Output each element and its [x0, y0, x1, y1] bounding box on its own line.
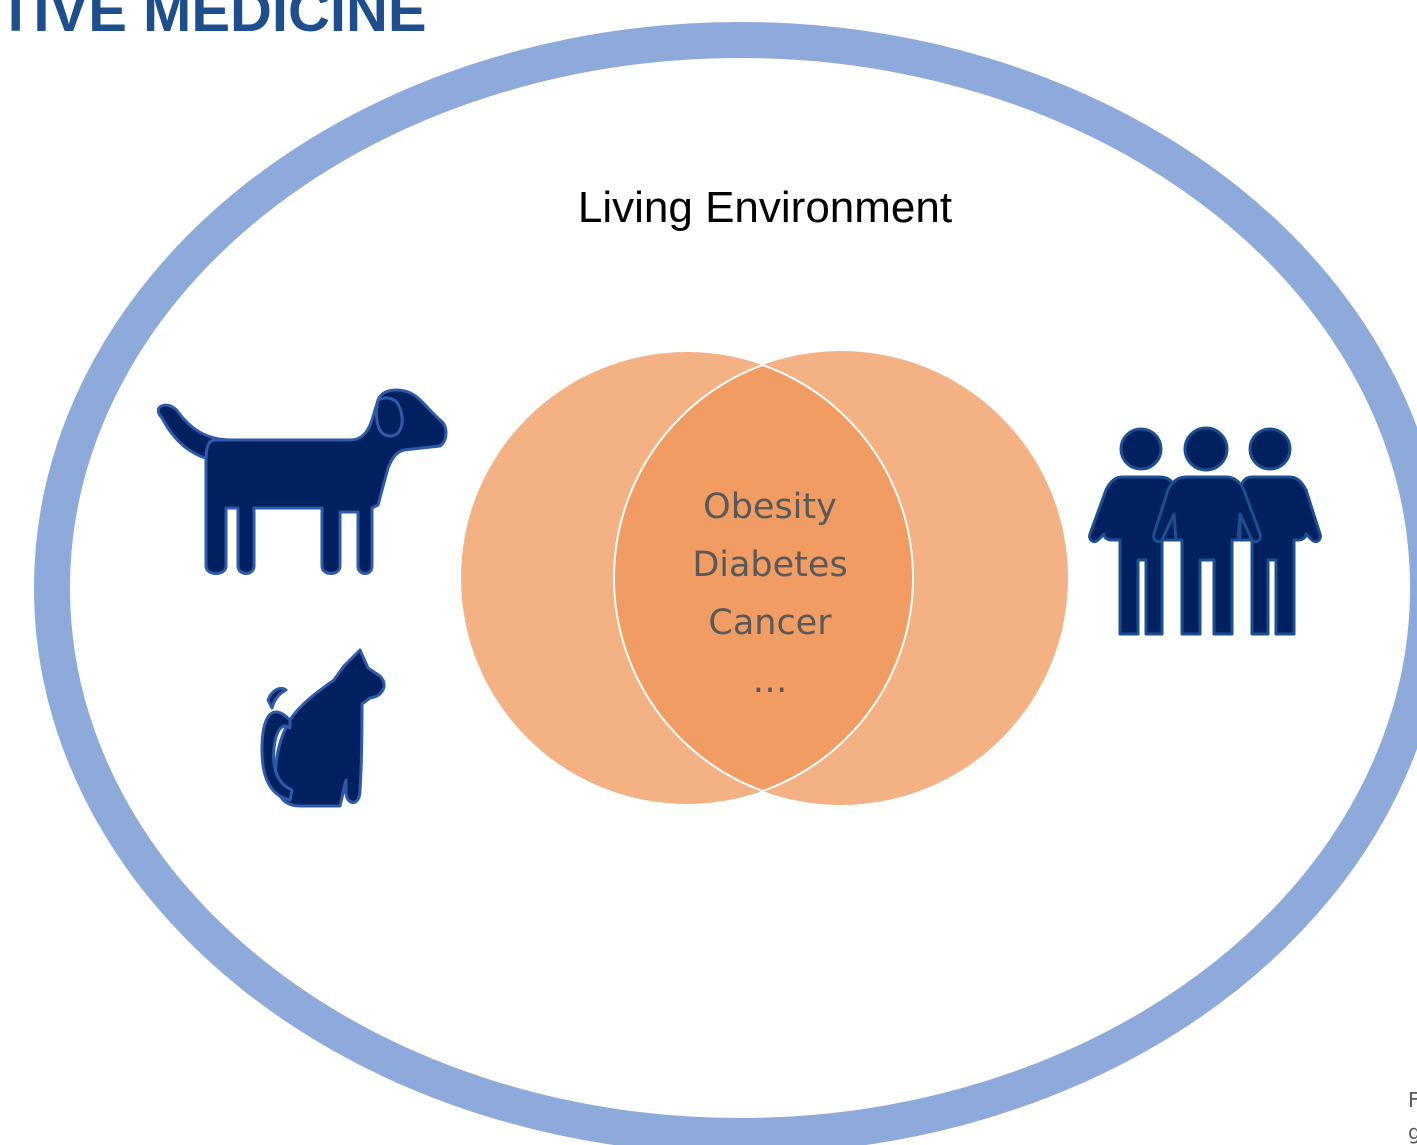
disease-more-ellipsis: …	[752, 661, 788, 701]
cat-icon	[260, 648, 386, 808]
venn-overlap	[614, 352, 913, 804]
page-title: TIVE MEDICINE	[0, 0, 427, 44]
dog-icon	[156, 388, 448, 575]
people-icon	[1088, 426, 1322, 636]
footnote-line-2: g	[1408, 1120, 1417, 1144]
living-environment-ring	[34, 22, 1417, 1145]
disease-diabetes: Diabetes	[692, 545, 848, 585]
disease-cancer: Cancer	[708, 603, 832, 643]
footnote-line-1: F	[1408, 1088, 1417, 1112]
disease-obesity: Obesity	[703, 487, 837, 527]
living-environment-label: Living Environment	[577, 183, 953, 232]
shared-diseases-list: Obesity Diabetes Cancer …	[660, 478, 880, 710]
